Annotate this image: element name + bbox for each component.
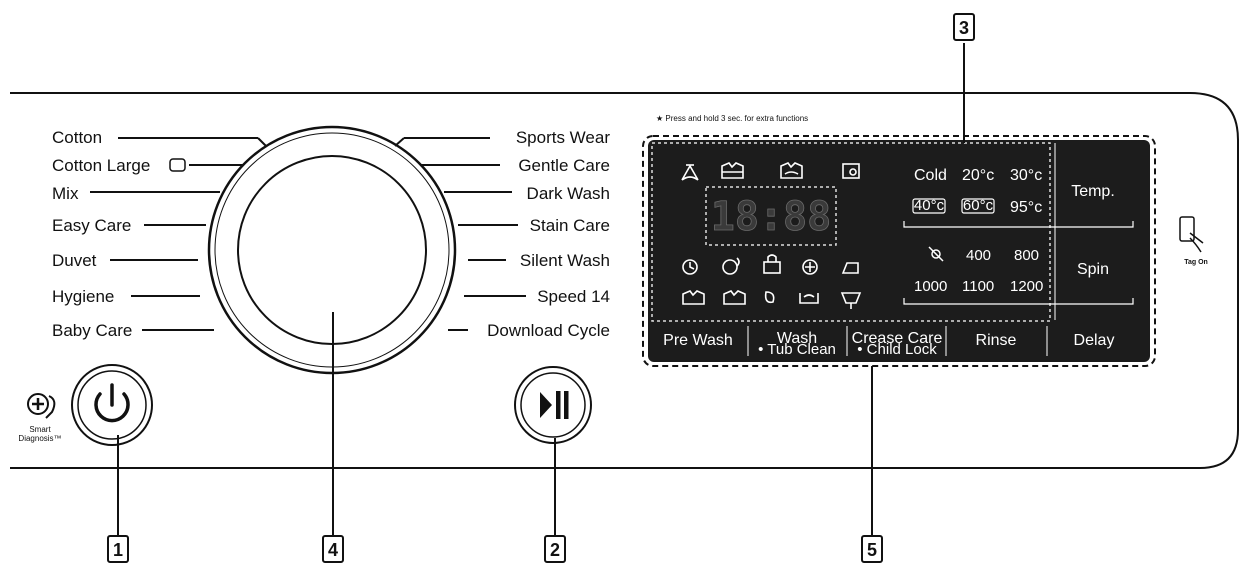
callout-4-box bbox=[322, 535, 344, 563]
spin-button[interactable]: Spin bbox=[1077, 261, 1109, 278]
temp-40-box bbox=[912, 198, 946, 214]
callout-3: 3 bbox=[959, 18, 969, 38]
wifi-icon bbox=[722, 257, 740, 275]
temp-option-40: 40°c bbox=[914, 197, 945, 214]
program-labels-left: Cotton Cotton Large Mix Easy Care Duvet … bbox=[52, 128, 267, 340]
wash-button-sub: • Tub Clean bbox=[758, 341, 836, 358]
program-cotton[interactable]: Cotton bbox=[52, 128, 102, 147]
spin-options: 400 800 1000 1100 1200 bbox=[903, 246, 1134, 305]
option-buttons-row: Pre Wash Wash • Tub Clean Crease Care • … bbox=[663, 143, 1114, 358]
no-spin-icon bbox=[928, 246, 944, 262]
crease-care-button[interactable]: Crease Care bbox=[852, 330, 943, 347]
status-icons-top bbox=[681, 162, 860, 181]
tag-on: Tag On bbox=[1179, 216, 1208, 266]
pre-wash-button[interactable]: Pre Wash bbox=[663, 332, 733, 349]
program-download-cycle[interactable]: Download Cycle bbox=[487, 321, 610, 340]
extra-functions-note: ★ Press and hold 3 sec. for extra functi… bbox=[656, 114, 808, 123]
prewash-shirt-icon bbox=[721, 162, 744, 179]
spin-option-1100: 1100 bbox=[962, 278, 994, 295]
child-lock-icon bbox=[763, 254, 781, 274]
temperature-options: Cold 20°c 30°c 40°c 60°c 95°c bbox=[903, 167, 1134, 228]
delay-clock-icon bbox=[682, 259, 698, 275]
crease-care-icon bbox=[841, 262, 859, 274]
temp-option-cold: Cold bbox=[914, 167, 947, 184]
program-hygiene[interactable]: Hygiene bbox=[52, 287, 114, 306]
program-mix[interactable]: Mix bbox=[52, 184, 79, 203]
temp-option-95: 95°c bbox=[1010, 199, 1042, 216]
temp-button[interactable]: Temp. bbox=[1071, 183, 1115, 200]
delay-button[interactable]: Delay bbox=[1074, 332, 1115, 349]
program-stain-care[interactable]: Stain Care bbox=[530, 216, 610, 235]
spin-option-1000: 1000 bbox=[914, 278, 947, 295]
door-lock-icon bbox=[842, 163, 860, 179]
callout-3-region bbox=[651, 142, 1051, 322]
callout-2-box bbox=[544, 535, 566, 563]
panel-outline bbox=[10, 92, 1239, 469]
crease-care-button-sub: • Child Lock bbox=[857, 341, 937, 358]
program-speed-14[interactable]: Speed 14 bbox=[537, 287, 610, 306]
temp-60-box bbox=[961, 198, 995, 214]
program-duvet[interactable]: Duvet bbox=[52, 251, 97, 270]
drain-step-icon bbox=[840, 292, 862, 309]
remote-icon bbox=[802, 259, 818, 275]
temp-option-60: 60°c bbox=[963, 197, 994, 214]
program-cotton-large[interactable]: Cotton Large bbox=[52, 156, 150, 175]
wash-button[interactable]: Wash bbox=[777, 330, 817, 347]
start-pause-button[interactable] bbox=[514, 366, 592, 444]
status-icons-bottom bbox=[682, 254, 862, 309]
smart-diagnosis: Smart Diagnosis™ bbox=[18, 393, 62, 443]
time-display-frame bbox=[705, 186, 837, 246]
power-icon bbox=[94, 383, 130, 423]
callouts: 3 1 4 2 5 bbox=[107, 13, 975, 563]
temp-option-20: 20°c bbox=[962, 167, 994, 184]
spin-step-icon bbox=[764, 291, 775, 304]
smart-diagnosis-label-1: Smart bbox=[29, 425, 51, 434]
smart-diagnosis-icon bbox=[27, 393, 56, 419]
callout-5: 5 bbox=[867, 540, 877, 560]
program-gentle-care[interactable]: Gentle Care bbox=[518, 156, 610, 175]
program-baby-care[interactable]: Baby Care bbox=[52, 321, 132, 340]
spin-option-1200: 1200 bbox=[1010, 278, 1043, 295]
power-button[interactable] bbox=[71, 364, 153, 446]
spin-option-800: 800 bbox=[1014, 247, 1039, 264]
tag-on-label: Tag On bbox=[1184, 259, 1208, 266]
callout-1: 1 bbox=[113, 540, 123, 560]
wash-step-icon bbox=[723, 290, 746, 305]
play-pause-icon bbox=[540, 391, 569, 419]
program-easy-care[interactable]: Easy Care bbox=[52, 216, 131, 235]
phone-tap-icon bbox=[1179, 216, 1204, 253]
callout-1-box bbox=[107, 535, 129, 563]
prewash-step-icon bbox=[682, 290, 705, 305]
display-panel: 18:88 Cold 20°c 30°c 40°c 60°c 95°c bbox=[642, 135, 1156, 367]
program-sports-wear[interactable]: Sports Wear bbox=[516, 128, 611, 147]
rinse-step-icon bbox=[799, 293, 819, 304]
temp-option-30: 30°c bbox=[1010, 167, 1042, 184]
tub-clean-icon bbox=[681, 164, 699, 181]
callout-2: 2 bbox=[550, 540, 560, 560]
program-labels-right: Sports Wear Gentle Care Dark Wash Stain … bbox=[394, 128, 611, 340]
callout-5-region bbox=[642, 135, 1156, 367]
callout-3-box bbox=[953, 13, 975, 41]
program-dark-wash[interactable]: Dark Wash bbox=[527, 184, 610, 203]
callout-5-box bbox=[861, 535, 883, 563]
smart-diagnosis-label-2: Diagnosis™ bbox=[18, 434, 61, 443]
callout-4: 4 bbox=[328, 540, 338, 560]
time-display: 18:88 bbox=[711, 194, 831, 240]
rinse-button[interactable]: Rinse bbox=[976, 332, 1017, 349]
wash-shirt-icon bbox=[780, 162, 803, 179]
display-background bbox=[648, 140, 1150, 362]
cotton-large-icon bbox=[169, 158, 186, 172]
program-silent-wash[interactable]: Silent Wash bbox=[520, 251, 610, 270]
spin-option-400: 400 bbox=[966, 247, 991, 264]
